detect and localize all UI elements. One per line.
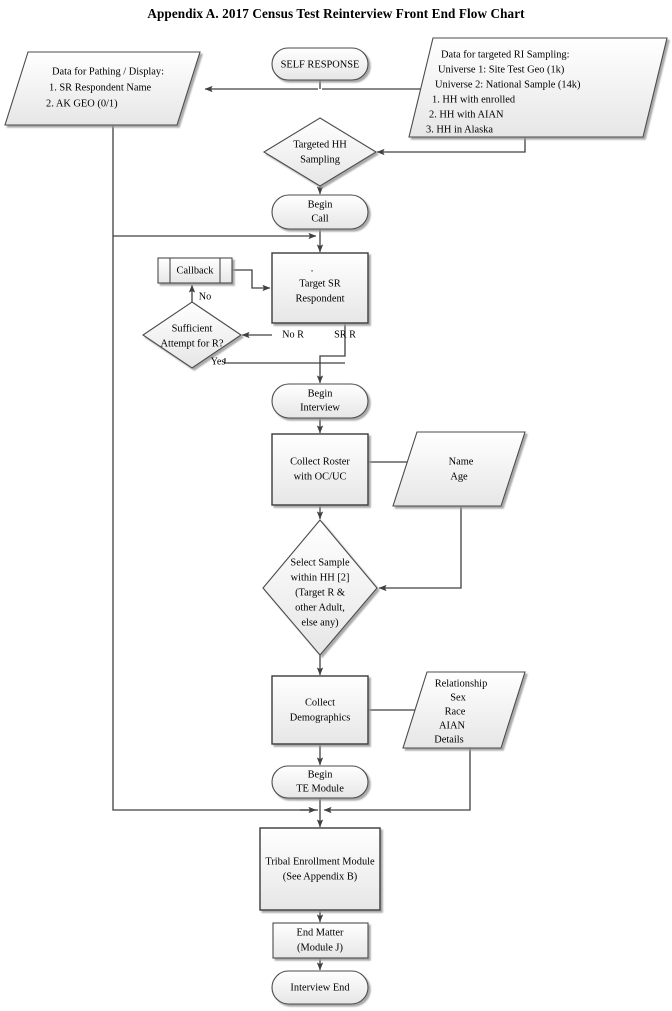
begin-interview-line-2: Interview: [300, 402, 340, 413]
node-end-matter[interactable]: End Matter (Module J): [272, 922, 369, 959]
page-title: Appendix A. 2017 Census Test Reinterview…: [147, 6, 525, 21]
name-age-line-2: Age: [450, 471, 468, 482]
connectors-layer: [112, 80, 526, 971]
node-begin-call[interactable]: Begin Call: [271, 194, 369, 230]
edge-label-yes: Yes: [211, 356, 226, 367]
collect-demographics-line-1: Collect: [305, 697, 335, 708]
node-begin-interview[interactable]: Begin Interview: [271, 383, 369, 419]
begin-interview-line-1: Begin: [308, 388, 334, 399]
demographics-data-line-1: Relationship: [435, 678, 488, 689]
node-pathing-data[interactable]: Data for Pathing / Display: 1. SR Respon…: [4, 51, 201, 126]
end-matter-line-1: End Matter: [296, 927, 344, 938]
edge-label-sr-r: SR R: [334, 329, 356, 340]
node-collect-roster[interactable]: Collect Roster with OC/UC: [271, 433, 369, 506]
node-ri-sampling-data[interactable]: Data for targeted RI Sampling: Universe …: [408, 37, 668, 138]
node-callback[interactable]: Callback: [157, 257, 233, 284]
demographics-data-line-3: Race: [445, 706, 466, 717]
tribal-module-line-2: (See Appendix B): [283, 871, 357, 882]
sufficient-attempt-line-1: Sufficient: [172, 323, 213, 334]
node-begin-te-module[interactable]: Begin TE Module: [271, 765, 369, 799]
edge-label-no: No: [199, 291, 211, 302]
select-sample-line-4: other Adult,: [295, 602, 345, 613]
node-sufficient-attempt[interactable]: Sufficient Attempt for R?: [142, 301, 242, 369]
ri-data-line-3: Universe 2: National Sample (14k): [435, 79, 580, 90]
select-sample-line-3: (Target R &: [295, 587, 345, 598]
select-sample-line-2: within HH [2]: [291, 572, 350, 583]
edge-label-no-r: No R: [282, 329, 304, 340]
target-sr-dot: .: [311, 263, 314, 274]
pathing-data-line-2: 1. SR Respondent Name: [49, 82, 152, 93]
node-name-age-data[interactable]: Name Age: [392, 431, 526, 507]
end-matter-line-2: (Module J): [297, 942, 343, 953]
select-sample-line-1: Select Sample: [290, 557, 350, 568]
node-interview-end[interactable]: Interview End: [271, 970, 369, 1005]
sufficient-attempt-line-2: Attempt for R?: [161, 338, 224, 349]
name-age-line-1: Name: [449, 456, 474, 467]
targeted-hh-line-1: Targeted HH: [293, 139, 347, 150]
tribal-module-line-1: Tribal Enrollment Module: [265, 856, 375, 867]
connector-name-age-to-select-sample: [378, 506, 462, 592]
begin-te-line-1: Begin: [308, 769, 334, 780]
select-sample-line-5: else any): [301, 617, 338, 628]
node-self-response-label: SELF RESPONSE: [281, 59, 360, 70]
connector-callback-to-target-sr: [232, 269, 271, 292]
node-select-sample[interactable]: Select Sample within HH [2] (Target R & …: [262, 519, 378, 656]
connector-sufficient-attempt-yes: [224, 358, 345, 364]
demographics-data-line-4: AIAN: [439, 720, 465, 731]
collect-roster-line-1: Collect Roster: [290, 456, 350, 467]
connector-pathing-data-spine: [112, 125, 318, 811]
demographics-data-line-2: Sex: [450, 692, 466, 703]
node-collect-demographics[interactable]: Collect Demographics: [271, 675, 369, 745]
collect-demographics-line-2: Demographics: [290, 712, 351, 723]
node-targeted-hh-sampling[interactable]: Targeted HH Sampling: [262, 117, 378, 187]
ri-data-line-5: 2. HH with AIAN: [429, 109, 504, 120]
node-target-sr-respondent[interactable]: . Target SR Respondent: [271, 252, 369, 324]
pathing-data-line-3: 2. AK GEO (0/1): [46, 98, 118, 109]
connector-demographics-data-to-junction: [323, 748, 471, 814]
node-tribal-enrollment-module[interactable]: Tribal Enrollment Module (See Appendix B…: [259, 827, 381, 911]
node-demographics-data[interactable]: Relationship Sex Race AIAN Details: [402, 671, 526, 749]
ri-data-line-4: 1. HH with enrolled: [432, 94, 516, 105]
begin-te-line-2: TE Module: [296, 783, 344, 794]
ri-data-line-1: Data for targeted RI Sampling:: [441, 49, 570, 60]
target-sr-line-2: Respondent: [295, 293, 344, 304]
begin-call-line-2: Call: [311, 213, 328, 224]
ri-data-line-2: Universe 1: Site Test Geo (1k): [438, 64, 564, 75]
node-self-response[interactable]: SELF RESPONSE: [271, 47, 369, 81]
targeted-hh-line-2: Sampling: [300, 154, 340, 165]
collect-roster-line-2: with OC/UC: [294, 471, 347, 482]
demographics-data-line-5: Details: [434, 734, 463, 745]
pathing-data-line-1: Data for Pathing / Display:: [52, 66, 164, 77]
ri-data-line-6: 3. HH in Alaska: [426, 124, 493, 135]
target-sr-line-1: Target SR: [299, 278, 341, 289]
connector-ri-data-to-targeted-hh-sampling: [376, 137, 526, 156]
interview-end-label: Interview End: [290, 982, 350, 993]
callback-label: Callback: [177, 265, 215, 276]
begin-call-line-1: Begin: [308, 199, 334, 210]
connector-sr-r-to-begin-interview: [316, 323, 346, 384]
